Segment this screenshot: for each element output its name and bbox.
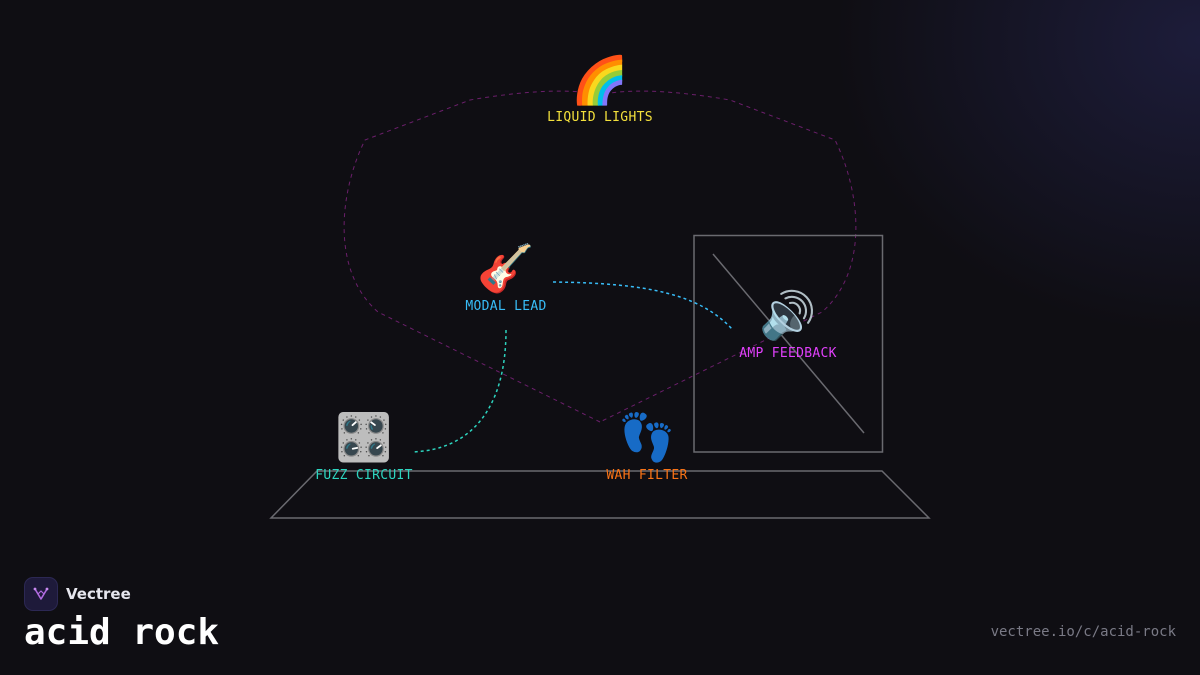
amp-box-diagonal (712, 253, 865, 434)
brand-name: Vectree (66, 585, 131, 603)
page-url[interactable]: vectree.io/c/acid-rock (990, 624, 1176, 640)
node-label-amp-feedback: AMP FEEDBACK (739, 346, 837, 361)
node-label-fuzz-circuit: FUZZ CIRCUIT (315, 468, 413, 483)
edge-modal-lead-to-fuzz-circuit (411, 329, 507, 453)
control-knobs-icon: 🎛️ (335, 410, 393, 464)
page-title: acid rock (24, 612, 220, 653)
stage-frame (269, 470, 931, 519)
guitar-icon: 🎸 (477, 241, 535, 295)
node-label-wah-filter: WAH FILTER (606, 468, 688, 483)
speaker-icon: 🔊 (759, 288, 817, 342)
node-label-modal-lead: MODAL LEAD (465, 299, 547, 314)
vectree-logo-icon (24, 577, 58, 611)
edge-modal-lead-to-amp-feedback (552, 281, 733, 330)
heart-outline (343, 90, 857, 423)
amp-box-frame (693, 234, 884, 453)
brand[interactable]: Vectree (24, 577, 131, 611)
node-label-liquid-lights: LIQUID LIGHTS (547, 110, 653, 125)
rainbow-icon: 🌈 (571, 53, 629, 107)
footprints-icon: 👣 (618, 410, 676, 464)
